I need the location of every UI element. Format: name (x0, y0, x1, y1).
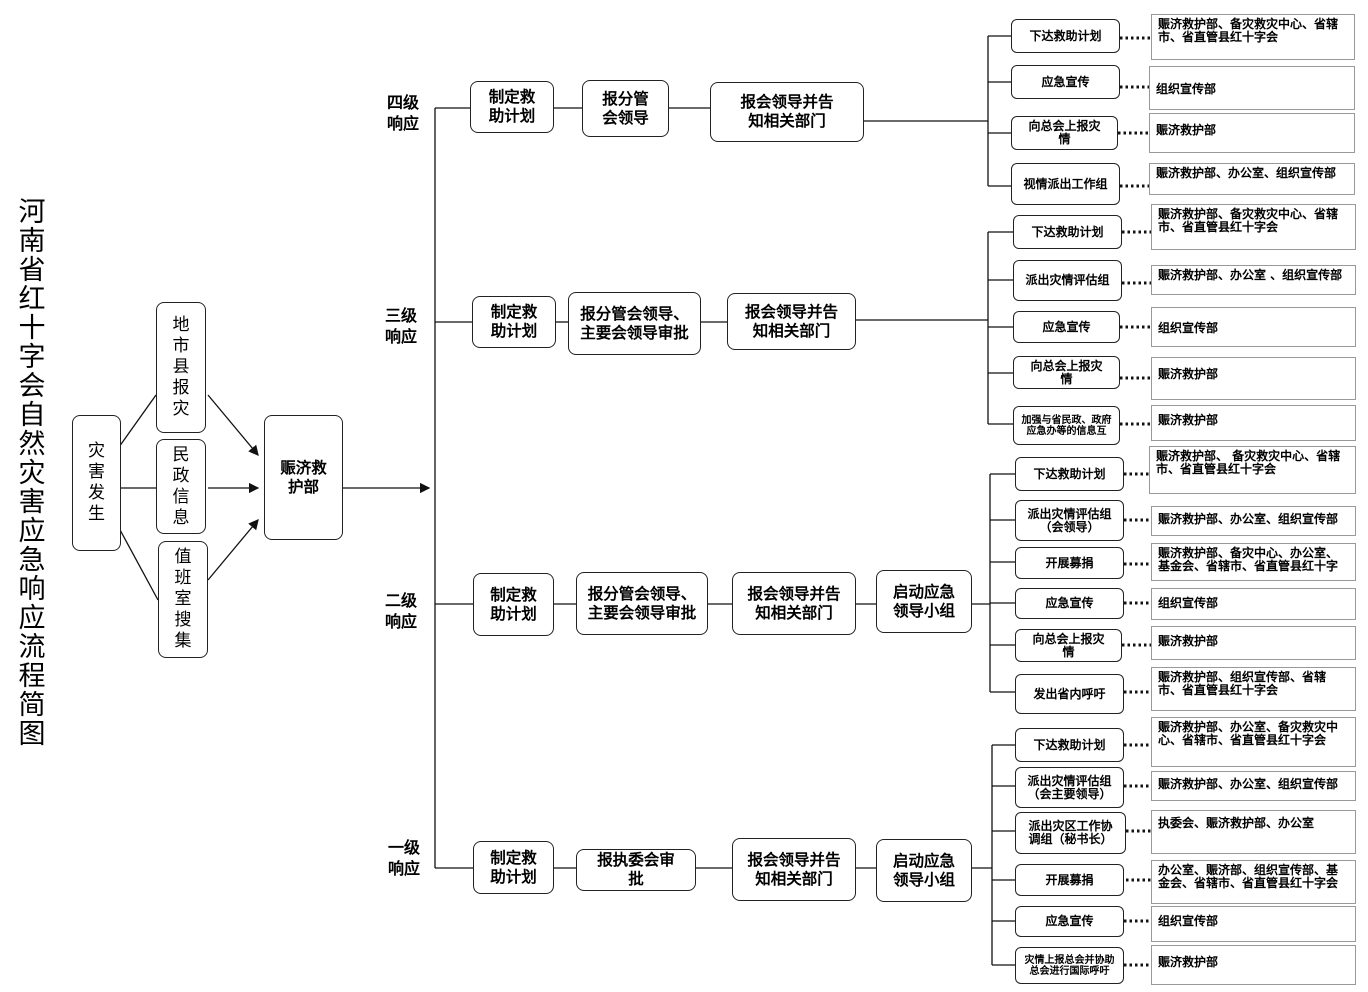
level-3-action-task: 应急宣传 (1013, 311, 1120, 343)
level-3-action-task: 向总会上报灾情 (1013, 356, 1120, 389)
level-4-step-plan: 制定救助计划 (470, 81, 554, 133)
level-1-action-task: 应急宣传 (1015, 906, 1124, 937)
level-2-action-dept: 赈济救护部、组织宣传部、省辖市、省直管县红十字会 (1151, 667, 1356, 711)
level-1-action-dept: 组织宣传部 (1151, 906, 1356, 942)
relief-dept-box: 赈济救护部 (264, 415, 343, 540)
level-3-action-dept: 赈济救护部、办公室 、组织宣传部 (1151, 265, 1356, 295)
level-2-label: 二级响应 (384, 591, 417, 631)
disaster-box: 灾害发生 (72, 415, 121, 551)
level-4-step-notify: 报会领导并告知相关部门 (710, 82, 864, 142)
level-3-action-task: 下达救助计划 (1013, 215, 1122, 249)
level-1-action-dept: 赈济救护部、办公室、备灾救灾中心、省辖市、省直管县红十字会 (1151, 717, 1356, 767)
level-4-action-task: 向总会上报灾情 (1011, 116, 1118, 150)
report-box-duty: 值班室搜集 (158, 541, 208, 658)
level-2-step-notify: 报会领导并告知相关部门 (732, 572, 856, 635)
level-1-action-dept: 赈济救护部、办公室、组织宣传部 (1151, 771, 1356, 801)
level-3-action-dept: 组织宣传部 (1151, 307, 1356, 347)
level-3-step-plan: 制定救助计划 (472, 296, 556, 348)
level-1-action-task: 灾情上报总会并协助总会进行国际呼吁 (1015, 947, 1124, 984)
level-1-action-task: 开展募捐 (1015, 864, 1124, 896)
level-1-action-dept: 办公室、赈济部、组织宣传部、基金会、省辖市、省直管县红十字会 (1151, 860, 1356, 904)
level-2-action-task: 开展募捐 (1015, 547, 1124, 579)
level-4-step-report: 报分管会领导 (582, 80, 669, 137)
level-2-action-dept: 组织宣传部 (1151, 588, 1356, 620)
level-2-action-dept: 赈济救护部、备灾中心、办公室、基金会、省辖市、省直管县红十字 (1151, 543, 1356, 581)
level-3-step-notify: 报会领导并告知相关部门 (727, 293, 856, 350)
level-2-step-plan: 制定救助计划 (473, 573, 554, 636)
level-3-action-dept: 赈济救护部、备灾救灾中心、省辖市、省直管县红十字会 (1151, 204, 1356, 250)
level-3-action-dept: 赈济救护部 (1151, 405, 1356, 441)
level-2-action-dept: 赈济救护部、办公室、组织宣传部 (1151, 506, 1356, 536)
level-4-action-task: 下达救助计划 (1011, 19, 1120, 53)
level-2-step-report: 报分管会领导、主要会领导审批 (576, 572, 708, 635)
level-1-action-task: 下达救助计划 (1015, 728, 1124, 762)
level-1-step-report: 报执委会审批 (576, 849, 696, 891)
level-2-action-task: 派出灾情评估组（会领导） (1015, 500, 1124, 541)
level-3-action-task: 派出灾情评估组 (1013, 260, 1122, 301)
level-3-label: 三级响应 (384, 306, 417, 346)
report-box-city: 地市县报灾 (156, 302, 206, 433)
level-1-step-leadgroup: 启动应急领导小组 (876, 839, 972, 902)
level-3-action-task: 加强与省民政、政府应急办等的信息互 (1013, 406, 1120, 445)
level-1-action-dept: 执委会、赈济救护部、办公室 (1151, 810, 1356, 854)
level-4-action-dept: 赈济救护部、办公室、组织宣传部 (1149, 163, 1355, 195)
level-4-action-task: 应急宣传 (1011, 65, 1120, 99)
level-4-action-dept: 赈济救护部、备灾救灾中心、省辖市、省直管县红十字会 (1151, 14, 1355, 60)
level-2-action-task: 下达救助计划 (1015, 457, 1124, 491)
level-4-action-task: 视情派出工作组 (1011, 163, 1120, 205)
level-4-action-dept: 赈济救护部 (1149, 113, 1355, 153)
level-1-step-notify: 报会领导并告知相关部门 (732, 838, 856, 901)
level-1-action-task: 派出灾情评估组（会主要领导） (1015, 767, 1124, 808)
page-title: 河南省红十字会自然灾害应急响应流程简图 (18, 197, 46, 750)
level-1-label: 一级响应 (387, 838, 420, 878)
level-4-action-dept: 组织宣传部 (1149, 66, 1355, 110)
level-1-action-dept: 赈济救护部 (1151, 945, 1356, 985)
level-3-action-dept: 赈济救护部 (1151, 357, 1356, 400)
level-2-action-dept: 赈济救护部、 备灾救灾中心、省辖市、省直管县红十字会 (1149, 446, 1356, 494)
level-2-action-task: 应急宣传 (1015, 588, 1124, 619)
level-4-label: 四级响应 (386, 93, 419, 133)
level-2-action-task: 发出省内呼吁 (1015, 674, 1124, 714)
level-3-step-report: 报分管会领导、主要会领导审批 (568, 292, 701, 355)
level-2-action-dept: 赈济救护部 (1151, 626, 1356, 660)
report-box-civil: 民政信息 (156, 439, 206, 534)
level-2-step-leadgroup: 启动应急领导小组 (876, 570, 972, 633)
level-1-step-plan: 制定救助计划 (473, 841, 554, 894)
level-2-action-task: 向总会上报灾情 (1015, 629, 1122, 662)
level-1-action-task: 派出灾区工作协调组（秘书长） (1015, 812, 1126, 854)
